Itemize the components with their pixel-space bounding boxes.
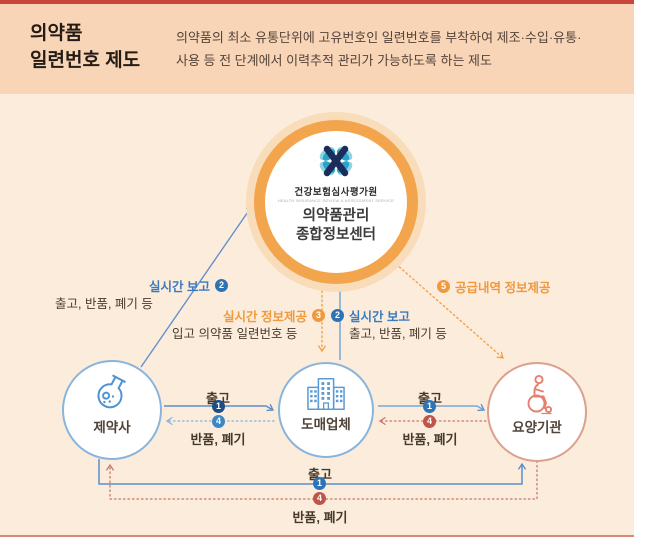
- building-icon: [307, 378, 345, 410]
- flow-report-pharma-label: 실시간 보고: [149, 280, 210, 294]
- hub-title-line1: 의약품관리: [302, 208, 370, 224]
- description-line2: 사용 등 전 단계에서 이력추적 관리가 가능하도록 하는 제도: [176, 53, 492, 68]
- flow-provide-care: 5 공급내역 정보제공: [437, 277, 550, 296]
- step-badge-2b: 2: [331, 309, 344, 322]
- step-badge-1-wc: 1: [423, 400, 436, 413]
- flow-provide-wholesale-label: 실시간 정보제공: [223, 310, 307, 324]
- step-badge-1-pw: 1: [212, 400, 225, 413]
- bottom-accent-bar: [0, 535, 634, 537]
- page-title: 의약품 일련번호 제도: [30, 20, 140, 74]
- step-badge-3: 3: [312, 309, 325, 322]
- node-care-institution: 요양기관: [487, 362, 587, 462]
- step-badge-1-pc: 1: [313, 477, 326, 490]
- flow-report-wholesale-sub: 출고, 반품, 폐기 등: [349, 327, 447, 341]
- wheelchair-icon: [527, 374, 553, 415]
- hub-org-name: 건강보험심사평가원: [294, 187, 378, 198]
- step-badge-2: 2: [215, 279, 228, 292]
- node-pharma-label: 제약사: [93, 420, 131, 435]
- flow-report-pharma-sub: 출고, 반품, 폐기 등: [55, 297, 153, 311]
- flow-report-wholesale: 2 실시간 보고: [331, 306, 410, 325]
- step-badge-4-pc: 4: [313, 492, 326, 505]
- hub-org-name-en: HEALTH INSURANCE REVIEW & ASSESSMENT SER…: [277, 198, 395, 203]
- step-badge-5: 5: [437, 280, 450, 293]
- header: [0, 4, 634, 94]
- flow-report-pharma: 실시간 보고 2: [60, 276, 228, 295]
- flow-report-wholesale-label: 실시간 보고: [349, 310, 410, 324]
- return-label-pc: 반품, 폐기: [292, 510, 348, 525]
- hub-node-drug-info-center: 건강보험심사평가원 HEALTH INSURANCE REVIEW & ASSE…: [254, 120, 418, 284]
- return-label-pw: 반품, 폐기: [190, 432, 246, 447]
- step-badge-4-wc: 4: [423, 415, 436, 428]
- node-pharma-company: 제약사: [62, 360, 162, 460]
- description: 의약품의 최소 유통단위에 고유번호인 일련번호를 부착하여 제조·수입·유통·…: [176, 26, 581, 72]
- hira-logo-icon: [319, 145, 353, 177]
- top-accent-bar: [0, 0, 634, 4]
- flask-icon: [97, 374, 126, 409]
- node-wholesaler: 도매업체: [278, 362, 374, 458]
- hub-title-line2: 종합정보센터: [295, 227, 377, 243]
- description-line1: 의약품의 최소 유통단위에 고유번호인 일련번호를 부착하여 제조·수입·유통·: [176, 30, 582, 45]
- flow-provide-wholesale-sub: 입고 의약품 일련번호 등: [172, 327, 298, 341]
- page-title-line2: 일련번호 제도: [30, 50, 141, 71]
- return-label-wc: 반품, 폐기: [402, 432, 458, 447]
- node-care-label: 요양기관: [512, 420, 562, 435]
- flow-provide-care-label: 공급내역 정보제공: [455, 281, 551, 295]
- flow-provide-wholesale: 실시간 정보제공 3: [150, 306, 325, 325]
- step-badge-4-pw: 4: [212, 415, 225, 428]
- node-wholesaler-label: 도매업체: [301, 417, 351, 432]
- page-title-line1: 의약품: [30, 23, 83, 44]
